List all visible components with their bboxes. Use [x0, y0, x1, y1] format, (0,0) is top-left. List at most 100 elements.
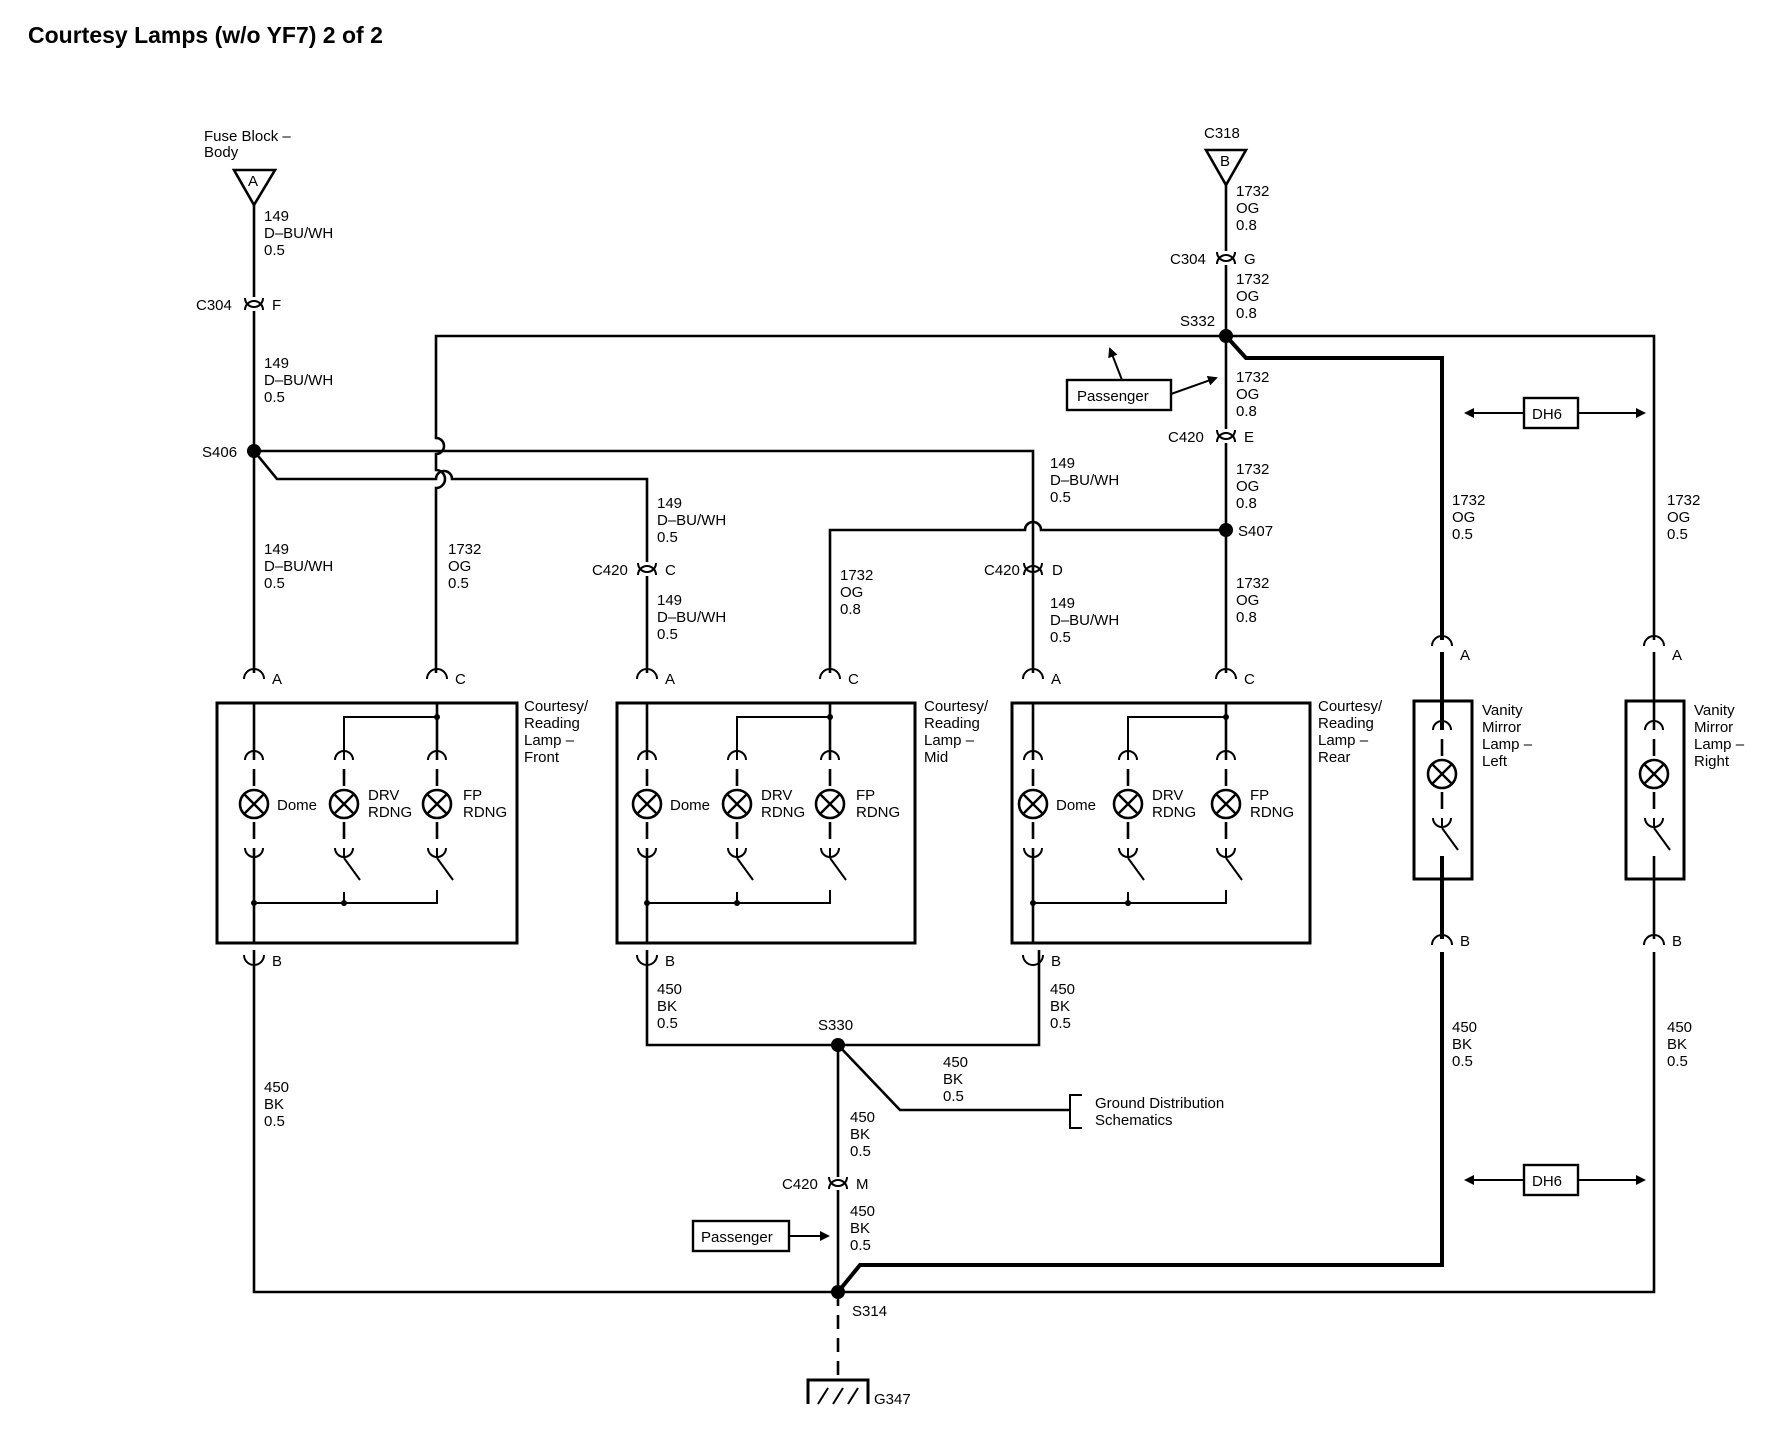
diagram-label: B — [1051, 953, 1061, 970]
diagram-label: BK — [264, 1096, 284, 1113]
diagram-label: RDNG — [463, 804, 507, 821]
diagram-label: Mirror — [1482, 719, 1521, 736]
diagram-label: 0.5 — [264, 575, 285, 592]
diagram-label: OG — [1236, 200, 1259, 217]
diagram-label: DRV — [761, 787, 792, 804]
diagram-label: 0.5 — [264, 389, 285, 406]
c420-m-connector-icon — [828, 1176, 848, 1190]
c420-c-connector-icon — [637, 562, 657, 576]
c420-e-connector-icon — [1216, 429, 1236, 443]
diagram-label: Reading — [1318, 715, 1374, 732]
diagram-label: FP — [856, 787, 875, 804]
diagram-label: Ground Distribution — [1095, 1095, 1224, 1112]
c420-d-pin: D — [1052, 562, 1063, 579]
diagram-label: 0.5 — [657, 529, 678, 546]
diagram-label: D–BU/WH — [1050, 612, 1119, 629]
fp-rdng-lamp-icon — [421, 749, 453, 859]
diagram-label: Courtesy/ — [524, 698, 589, 715]
drv-rdng-lamp-icon — [721, 749, 753, 859]
splice-dots — [247, 329, 1233, 1299]
fp-rdng-lamp-icon — [1210, 749, 1242, 859]
s406-label: S406 — [202, 444, 237, 461]
diagram-label: Reading — [924, 715, 980, 732]
dome-lamp-icon — [1017, 749, 1049, 859]
diagram-label: 450 — [657, 981, 682, 998]
diagram-label: 0.5 — [1452, 526, 1473, 543]
diagram-label: 1732 — [1236, 271, 1269, 288]
c318-label: C318 — [1204, 125, 1240, 142]
diagram-label: Lamp – — [1482, 736, 1533, 753]
fp-rdng-lamp-icon — [814, 749, 846, 859]
diagram-label: Courtesy/ — [1318, 698, 1383, 715]
s330-dot — [831, 1038, 845, 1052]
diagram-label: BK — [1667, 1036, 1687, 1053]
c318-triangle-icon — [1203, 148, 1249, 188]
diagram-label: BK — [943, 1071, 963, 1088]
diagram-label: 0.8 — [1236, 609, 1257, 626]
diagram-label: Reading — [524, 715, 580, 732]
diagram-label: 0.5 — [1452, 1053, 1473, 1070]
diagram-label: BK — [1050, 998, 1070, 1015]
diagram-label: OG — [1236, 592, 1259, 609]
vanity-mirror-lamp-right: A B Vanity Mirror Lamp – Right — [1624, 635, 1745, 950]
passenger-tag-top: Passenger — [1065, 347, 1218, 412]
dome-lamp-icon — [631, 749, 663, 859]
fuse-block-source: Fuse Block – Body A — [204, 128, 291, 208]
diagram-label: 450 — [1050, 981, 1075, 998]
diagram-label: 450 — [850, 1109, 875, 1126]
diagram-label: B — [665, 953, 675, 970]
passenger-tag-bottom: Passenger — [691, 1219, 830, 1253]
diagram-label: 0.5 — [1667, 1053, 1688, 1070]
diagram-label: Courtesy/ — [924, 698, 989, 715]
diagram-label: 1732 — [840, 567, 873, 584]
diagram-label: 0.5 — [657, 1015, 678, 1032]
diagram-label: 149 — [264, 208, 289, 225]
diagram-label: 1732 — [1667, 492, 1700, 509]
diagram-label: 0.8 — [1236, 495, 1257, 512]
diagram-label: D–BU/WH — [264, 372, 333, 389]
diagram-label: A — [272, 671, 282, 688]
c420-e-name: C420 — [1168, 429, 1204, 446]
diagram-label: BK — [850, 1126, 870, 1143]
diagram-label: Rear — [1318, 749, 1351, 766]
dh6-option-bottom: DH6 — [1464, 1163, 1646, 1197]
diagram-label: Lamp – — [1694, 736, 1745, 753]
diagram-label: 149 — [1050, 455, 1075, 472]
diagram-label: FP — [1250, 787, 1269, 804]
diagram-label: 0.5 — [1050, 489, 1071, 506]
drv-rdng-lamp-icon — [1112, 749, 1144, 859]
diagram-label: RDNG — [1250, 804, 1294, 821]
diagram-label: Right — [1694, 753, 1730, 770]
s332-dot — [1219, 329, 1233, 343]
c420-d-name: C420 — [984, 562, 1020, 579]
diagram-label: DH6 — [1532, 1173, 1562, 1190]
diagram-label: OG — [1236, 478, 1259, 495]
c304-f-pin: F — [272, 297, 281, 314]
c304-f-connector-icon — [244, 297, 264, 311]
diagram-label: FP — [463, 787, 482, 804]
diagram-label: OG — [1236, 288, 1259, 305]
diagram-label: 1732 — [1236, 369, 1269, 386]
ground-g347: G347 — [806, 1378, 911, 1408]
diagram-label: RDNG — [368, 804, 412, 821]
s407-dot — [1219, 523, 1233, 537]
diagram-label: A — [1460, 647, 1470, 664]
fuse-block-label-2: Body — [204, 144, 239, 161]
c420-c-pin: C — [665, 562, 676, 579]
s407-label: S407 — [1238, 523, 1273, 540]
ground-label: G347 — [874, 1391, 911, 1408]
diagram-label: RDNG — [856, 804, 900, 821]
diagram-label: OG — [1667, 509, 1690, 526]
diagram-label: D–BU/WH — [264, 558, 333, 575]
diagram-label: A — [1051, 671, 1061, 688]
diagram-label: 450 — [1452, 1019, 1477, 1036]
diagram-label: Lamp – — [924, 732, 975, 749]
diagram-label: D–BU/WH — [657, 609, 726, 626]
ground-distribution-reference: Ground Distribution Schematics — [1069, 1094, 1224, 1129]
diagram-label: OG — [448, 558, 471, 575]
diagram-label: 0.5 — [264, 1113, 285, 1130]
c304-g-name: C304 — [1170, 251, 1206, 268]
